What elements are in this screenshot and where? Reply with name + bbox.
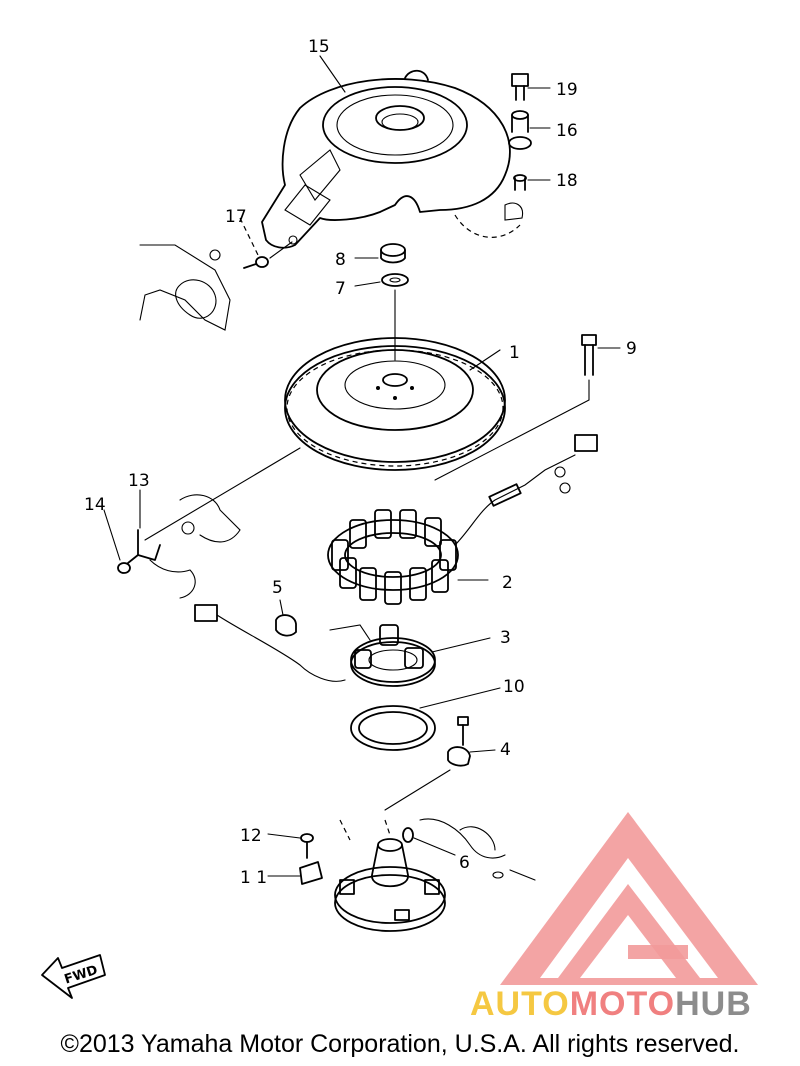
callout-numbers: 1 2 3 4 5 6 7 8 9 10 1 1 12 13 14 15 16 … (84, 37, 637, 888)
ring-10 (350, 687, 501, 751)
pin-6 (402, 827, 456, 856)
washer-7 (354, 273, 409, 287)
mount-bracket-left (139, 244, 231, 331)
watermark-text: AUTOMOTOHUB (470, 985, 752, 1023)
clamp-4 (384, 716, 496, 811)
clamp-5 (275, 599, 297, 637)
collar-16 (508, 110, 551, 150)
callout-19: 19 (556, 80, 578, 100)
callout-9: 9 (626, 339, 637, 359)
pin-18 (513, 174, 551, 191)
screw-12 (267, 833, 314, 859)
screw-17 (239, 217, 293, 269)
callout-14: 14 (84, 495, 106, 515)
callout-15: 15 (308, 37, 330, 57)
callout-10: 10 (503, 677, 525, 697)
copyright-notice: ©2013 Yamaha Motor Corporation, U.S.A. A… (60, 1030, 740, 1058)
base-plate (334, 818, 536, 932)
fwd-arrow-icon: FWD (41, 954, 106, 999)
callout-5: 5 (272, 578, 283, 598)
callout-13: 13 (128, 471, 150, 491)
callout-8: 8 (335, 250, 346, 270)
screw-14 (103, 509, 139, 574)
stator (327, 434, 598, 605)
callout-17: 17 (225, 207, 247, 227)
callout-7: 7 (335, 279, 346, 299)
callout-3: 3 (500, 628, 511, 648)
callout-2: 2 (502, 573, 513, 593)
callout-16: 16 (556, 121, 578, 141)
callout-6: 6 (459, 853, 470, 873)
bracket-11 (267, 861, 323, 885)
nut-8 (354, 243, 406, 264)
pulser-coil (194, 604, 491, 687)
bracket-13 (137, 447, 301, 599)
bolt-19 (511, 73, 551, 101)
watermark-logo: AUTOMOTOHUB (470, 812, 758, 1023)
callout-18: 18 (556, 171, 578, 191)
callout-1: 1 (509, 343, 520, 363)
callout-4: 4 (500, 740, 511, 760)
flywheel (284, 289, 506, 471)
callout-12: 12 (240, 826, 262, 846)
callout-11: 1 1 (240, 868, 267, 888)
flywheel-cover (261, 69, 524, 249)
bolt-9 (434, 334, 621, 481)
